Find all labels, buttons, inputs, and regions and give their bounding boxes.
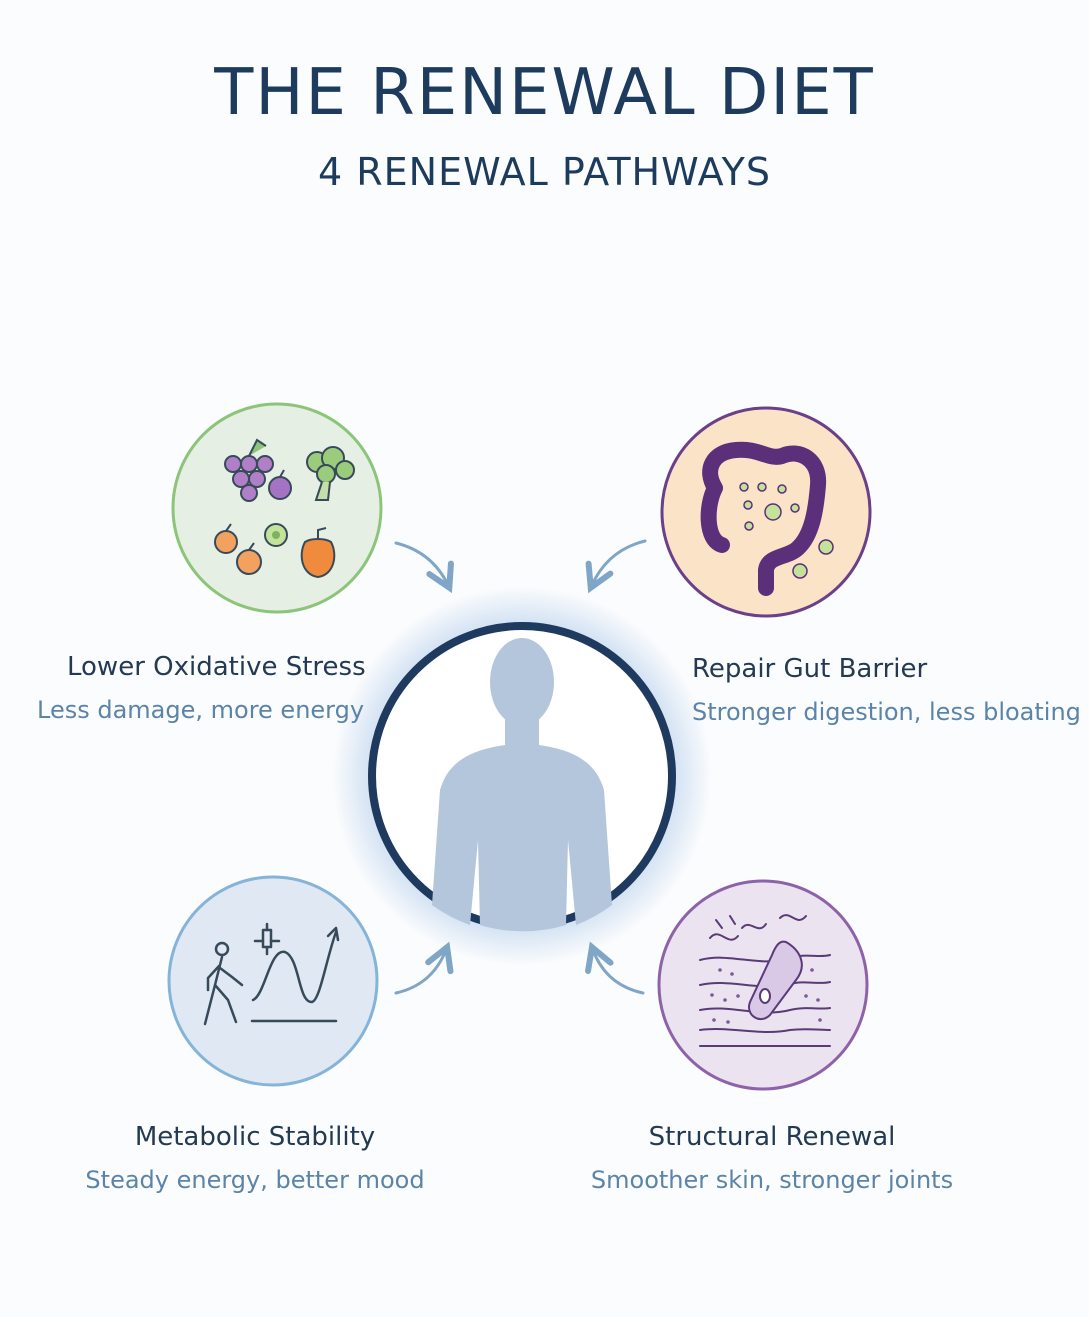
center-figure xyxy=(332,586,712,966)
pathway-gut-barrier xyxy=(660,406,872,618)
pathway-oxidative-stress xyxy=(171,402,383,614)
arrow-bottom-right xyxy=(593,950,645,995)
pathway-description: Smoother skin, stronger joints xyxy=(590,1166,954,1194)
skin-layers-icon xyxy=(699,914,831,1047)
human-silhouette-icon xyxy=(432,638,612,932)
arrow-top-right xyxy=(592,539,647,585)
fruits-vegetables-icon xyxy=(214,438,355,579)
arrow-bottom-left xyxy=(394,950,446,995)
intestine-icon xyxy=(700,441,834,596)
pathway-description: Steady energy, better mood xyxy=(85,1166,425,1194)
label-metabolic-stability: Metabolic Stability Steady energy, bette… xyxy=(60,1122,450,1194)
pathway-description: Stronger digestion, less bloating xyxy=(692,698,1081,726)
pathway-title: Metabolic Stability xyxy=(134,1122,376,1152)
page-title: THE RENEWAL DIET xyxy=(214,56,875,130)
pathway-arrows xyxy=(394,539,647,995)
pathway-title: Repair Gut Barrier xyxy=(692,654,928,684)
arrow-top-left xyxy=(394,541,448,585)
label-structural-renewal: Structural Renewal Smoother skin, strong… xyxy=(572,1122,972,1194)
pathway-metabolic-stability xyxy=(167,875,379,1087)
page-subtitle: 4 RENEWAL PATHWAYS xyxy=(317,150,772,194)
pathway-description: Less damage, more energy xyxy=(37,696,365,724)
pathway-title: Structural Renewal xyxy=(648,1122,896,1152)
walking-graph-icon xyxy=(203,922,340,1026)
pathway-structural-renewal xyxy=(657,879,869,1091)
label-oxidative-stress: Lower Oxidative Stress Less damage, more… xyxy=(37,652,366,724)
label-gut-barrier: Repair Gut Barrier Stronger digestion, l… xyxy=(692,654,1081,726)
pathway-title: Lower Oxidative Stress xyxy=(67,652,366,682)
